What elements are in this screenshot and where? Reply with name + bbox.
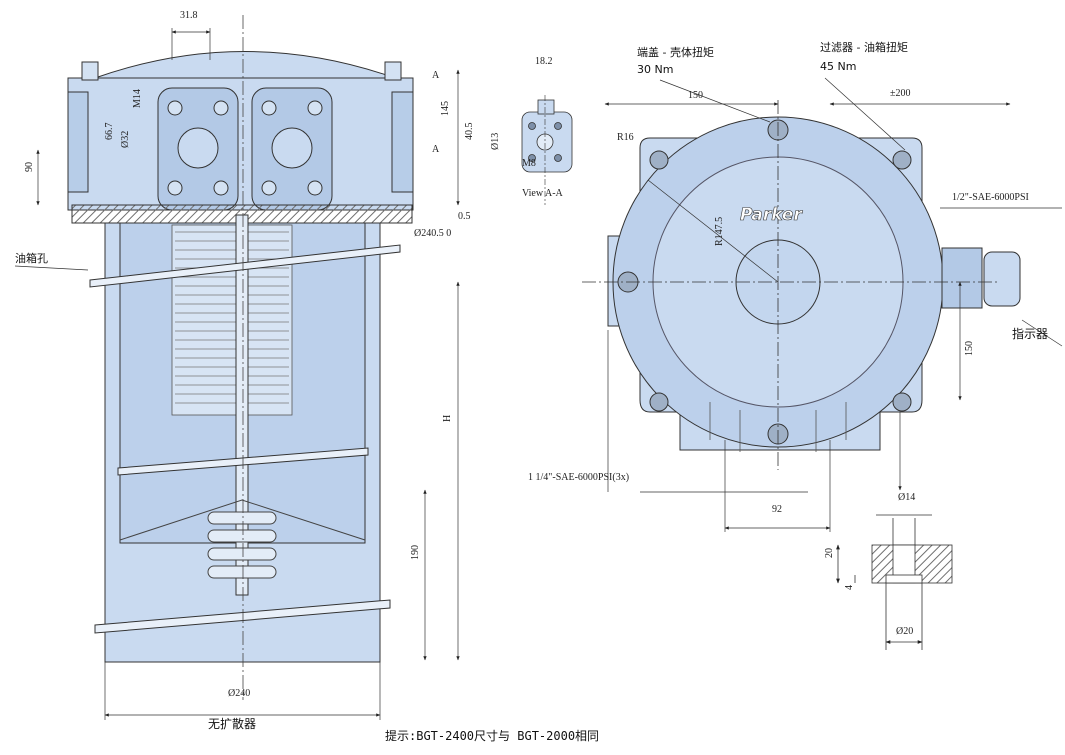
label-no-diffuser: 无扩散器 <box>208 716 256 731</box>
torque-2-title: 过滤器 - 油箱扭矩 <box>820 40 908 54</box>
detail-text: 20 4 Ø20 <box>824 548 913 637</box>
dim-20-vertical: 20 <box>824 548 835 558</box>
dim-m8: M8 <box>522 158 536 169</box>
dim-150: 150 <box>688 90 703 101</box>
bolt-heads-head <box>167 100 323 196</box>
dim-d14: Ø14 <box>898 492 915 503</box>
footer-note: 提示:BGT-2400尺寸与 BGT-2000相同 <box>385 728 599 743</box>
filter-element <box>171 224 293 416</box>
port-quarter-label: 1 1/4"-SAE-6000PSI(3x) <box>528 472 629 483</box>
dim-m14: M14 <box>132 89 143 108</box>
dim-4: 4 <box>844 585 855 590</box>
label-tank-hole: 油箱孔 <box>15 251 48 265</box>
dim-190: 190 <box>410 545 421 560</box>
dim-66-7: 66.7 <box>104 123 115 141</box>
dim-18-2: 18.2 <box>535 56 553 67</box>
dim-d240: Ø240 <box>228 688 250 699</box>
side-view-dimension-text: 31.8 M14 66.7 Ø32 90 A 145 A 40.5 0.5 Ø2… <box>15 10 475 731</box>
top-view-dimensions <box>604 77 1063 532</box>
section-a-bottom: A <box>432 144 440 155</box>
dim-d13: Ø13 <box>490 133 501 150</box>
side-view-dimensions <box>14 28 460 720</box>
dim-r16: R16 <box>617 132 634 143</box>
port-half-label: 1/2"-SAE-6000PSI <box>952 192 1029 203</box>
dim-h: H <box>442 415 453 422</box>
top-view <box>582 100 1021 470</box>
dim-92: 92 <box>772 504 782 515</box>
dim-d240-5: Ø240.5 0 <box>414 228 451 239</box>
section-a-top: A <box>432 70 440 81</box>
dim-r147-5: R147.5 <box>714 217 725 246</box>
top-view-text: 端盖 - 壳体扭矩 30 Nm 过滤器 - 油箱扭矩 45 Nm 150 ±20… <box>528 40 1048 515</box>
filter-head <box>67 77 414 211</box>
center-rod <box>235 214 249 596</box>
dim-145: 145 <box>440 101 451 116</box>
dim-d20: Ø20 <box>896 626 913 637</box>
view-aa-caption: View A-A <box>522 188 564 199</box>
indicator-body <box>983 251 1021 307</box>
corner-screws <box>617 119 912 445</box>
parker-logo: Parker <box>740 205 803 225</box>
detail-section <box>836 514 953 650</box>
torque-2-value: 45 Nm <box>820 60 856 73</box>
dim-40-5: 40.5 <box>464 123 475 141</box>
torque-1-title: 端盖 - 壳体扭矩 <box>637 45 714 59</box>
side-view <box>67 15 414 700</box>
torque-1-value: 30 Nm <box>637 63 673 76</box>
dim-0-5: 0.5 <box>458 211 471 222</box>
dim-150-side: 150 <box>964 341 975 356</box>
dim-90: 90 <box>24 162 35 172</box>
dim-d32: Ø32 <box>120 131 131 148</box>
view-aa-text: 18.2 Ø13 M8 View A-A <box>490 56 564 199</box>
dim-pm200: ±200 <box>890 88 911 99</box>
label-indicator: 指示器 <box>1012 326 1048 341</box>
view-aa <box>521 95 573 205</box>
bypass-spring <box>207 511 277 579</box>
dim-31-8: 31.8 <box>180 10 198 21</box>
